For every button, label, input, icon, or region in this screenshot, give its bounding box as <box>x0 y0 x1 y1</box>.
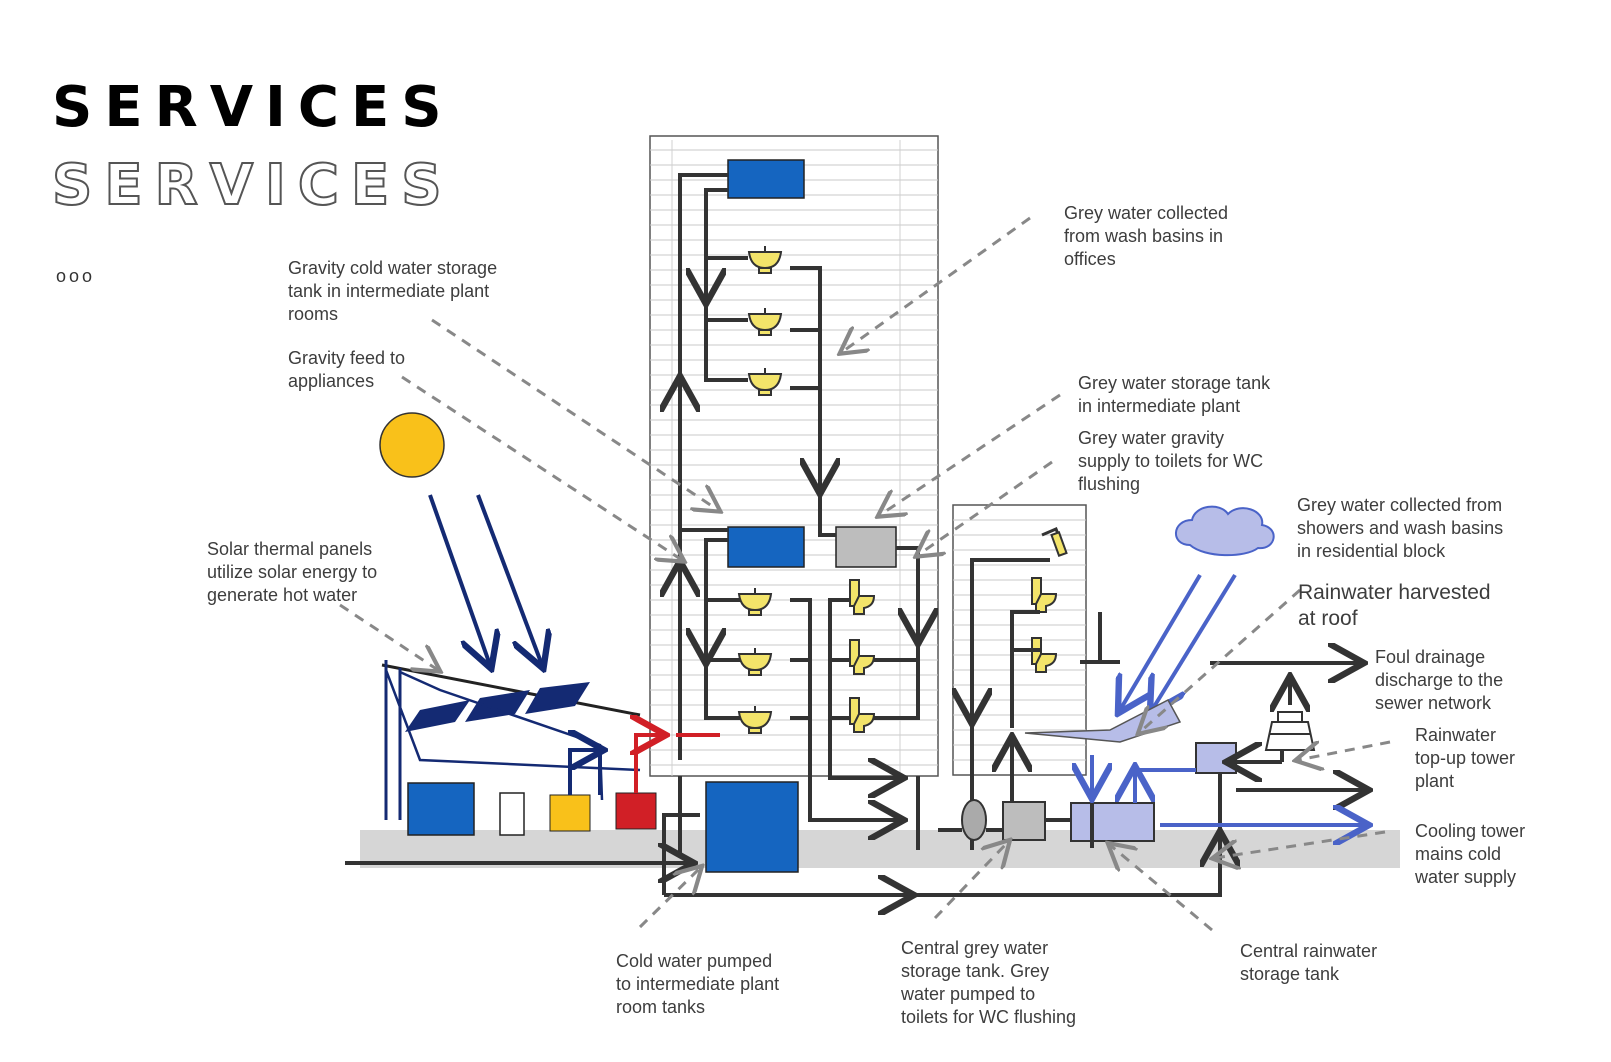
plant-white-tank <box>499 792 525 836</box>
wash-basin-icon <box>747 308 783 336</box>
label-grey-gravity-supply: Grey water gravity supply to toilets for… <box>1078 428 1264 494</box>
wash-basin-icon <box>737 706 773 734</box>
leader-lines <box>339 216 1391 932</box>
label-central-rain: Central rainwater storage tank <box>1240 941 1378 984</box>
label-cooling-tower: Cooling tower mains cold water supply <box>1415 821 1526 887</box>
top-up-tank <box>1195 742 1237 774</box>
toilet-icon <box>849 579 876 615</box>
wash-basin-icon <box>737 588 773 616</box>
cooling-tower-icon <box>1264 711 1316 751</box>
central-grey-tank <box>1002 801 1046 841</box>
solar-rays <box>428 494 542 665</box>
more-dots: ooo <box>56 266 96 286</box>
roof-cold-tank <box>727 159 805 199</box>
main-cold-tank <box>705 781 799 873</box>
office-tower <box>649 135 939 777</box>
toilet-icon <box>1031 577 1058 613</box>
sun-icon <box>379 412 445 478</box>
wash-basin-icon <box>737 246 783 734</box>
label-rainwater-topup: Rainwater top-up tower plant <box>1415 725 1516 791</box>
wash-basin-icon <box>747 368 783 396</box>
plant-blue-tank <box>407 782 475 836</box>
solar-panel-icon <box>381 660 641 820</box>
label-solar-panels: Solar thermal panels utilize solar energ… <box>207 539 378 605</box>
wash-basin-icon <box>737 648 773 676</box>
label-gravity-feed: Gravity feed to appliances <box>288 348 406 391</box>
intermediate-cold-tank <box>727 526 805 568</box>
pump <box>961 799 987 841</box>
label-grey-storage-intermediate: Grey water storage tank in intermediate … <box>1078 373 1271 416</box>
label-foul-drainage: Foul drainage discharge to the sewer net… <box>1375 647 1504 713</box>
page-title-outline: SERVICES <box>51 153 454 218</box>
page-title: SERVICES <box>52 75 454 140</box>
cloud-icon <box>1175 505 1275 557</box>
rainwater-pipework <box>1092 573 1365 825</box>
intermediate-grey-tank <box>835 526 897 568</box>
toilet-icon <box>849 697 876 733</box>
shower-icon <box>1041 527 1068 557</box>
label-rainwater-roof: Rainwater harvested at roof <box>1298 581 1491 630</box>
residential-pipework <box>972 558 1120 850</box>
central-rain-tank <box>1070 802 1155 842</box>
label-cold-pumped: Cold water pumped to intermediate plant … <box>616 951 780 1017</box>
tower-pipework <box>680 173 918 855</box>
plant-yellow-tank <box>549 794 591 832</box>
label-grey-residential: Grey water collected from showers and wa… <box>1297 495 1504 561</box>
label-gravity-cold-tank: Gravity cold water storage tank in inter… <box>288 258 498 324</box>
hot-water-pipework <box>568 735 720 795</box>
plant-red-tank <box>615 792 657 830</box>
label-central-grey: Central grey water storage tank. Grey wa… <box>901 938 1077 1027</box>
wash-basin-icon <box>747 246 783 274</box>
label-grey-offices: Grey water collected from wash basins in… <box>1064 203 1229 269</box>
toilet-icon <box>849 639 876 675</box>
